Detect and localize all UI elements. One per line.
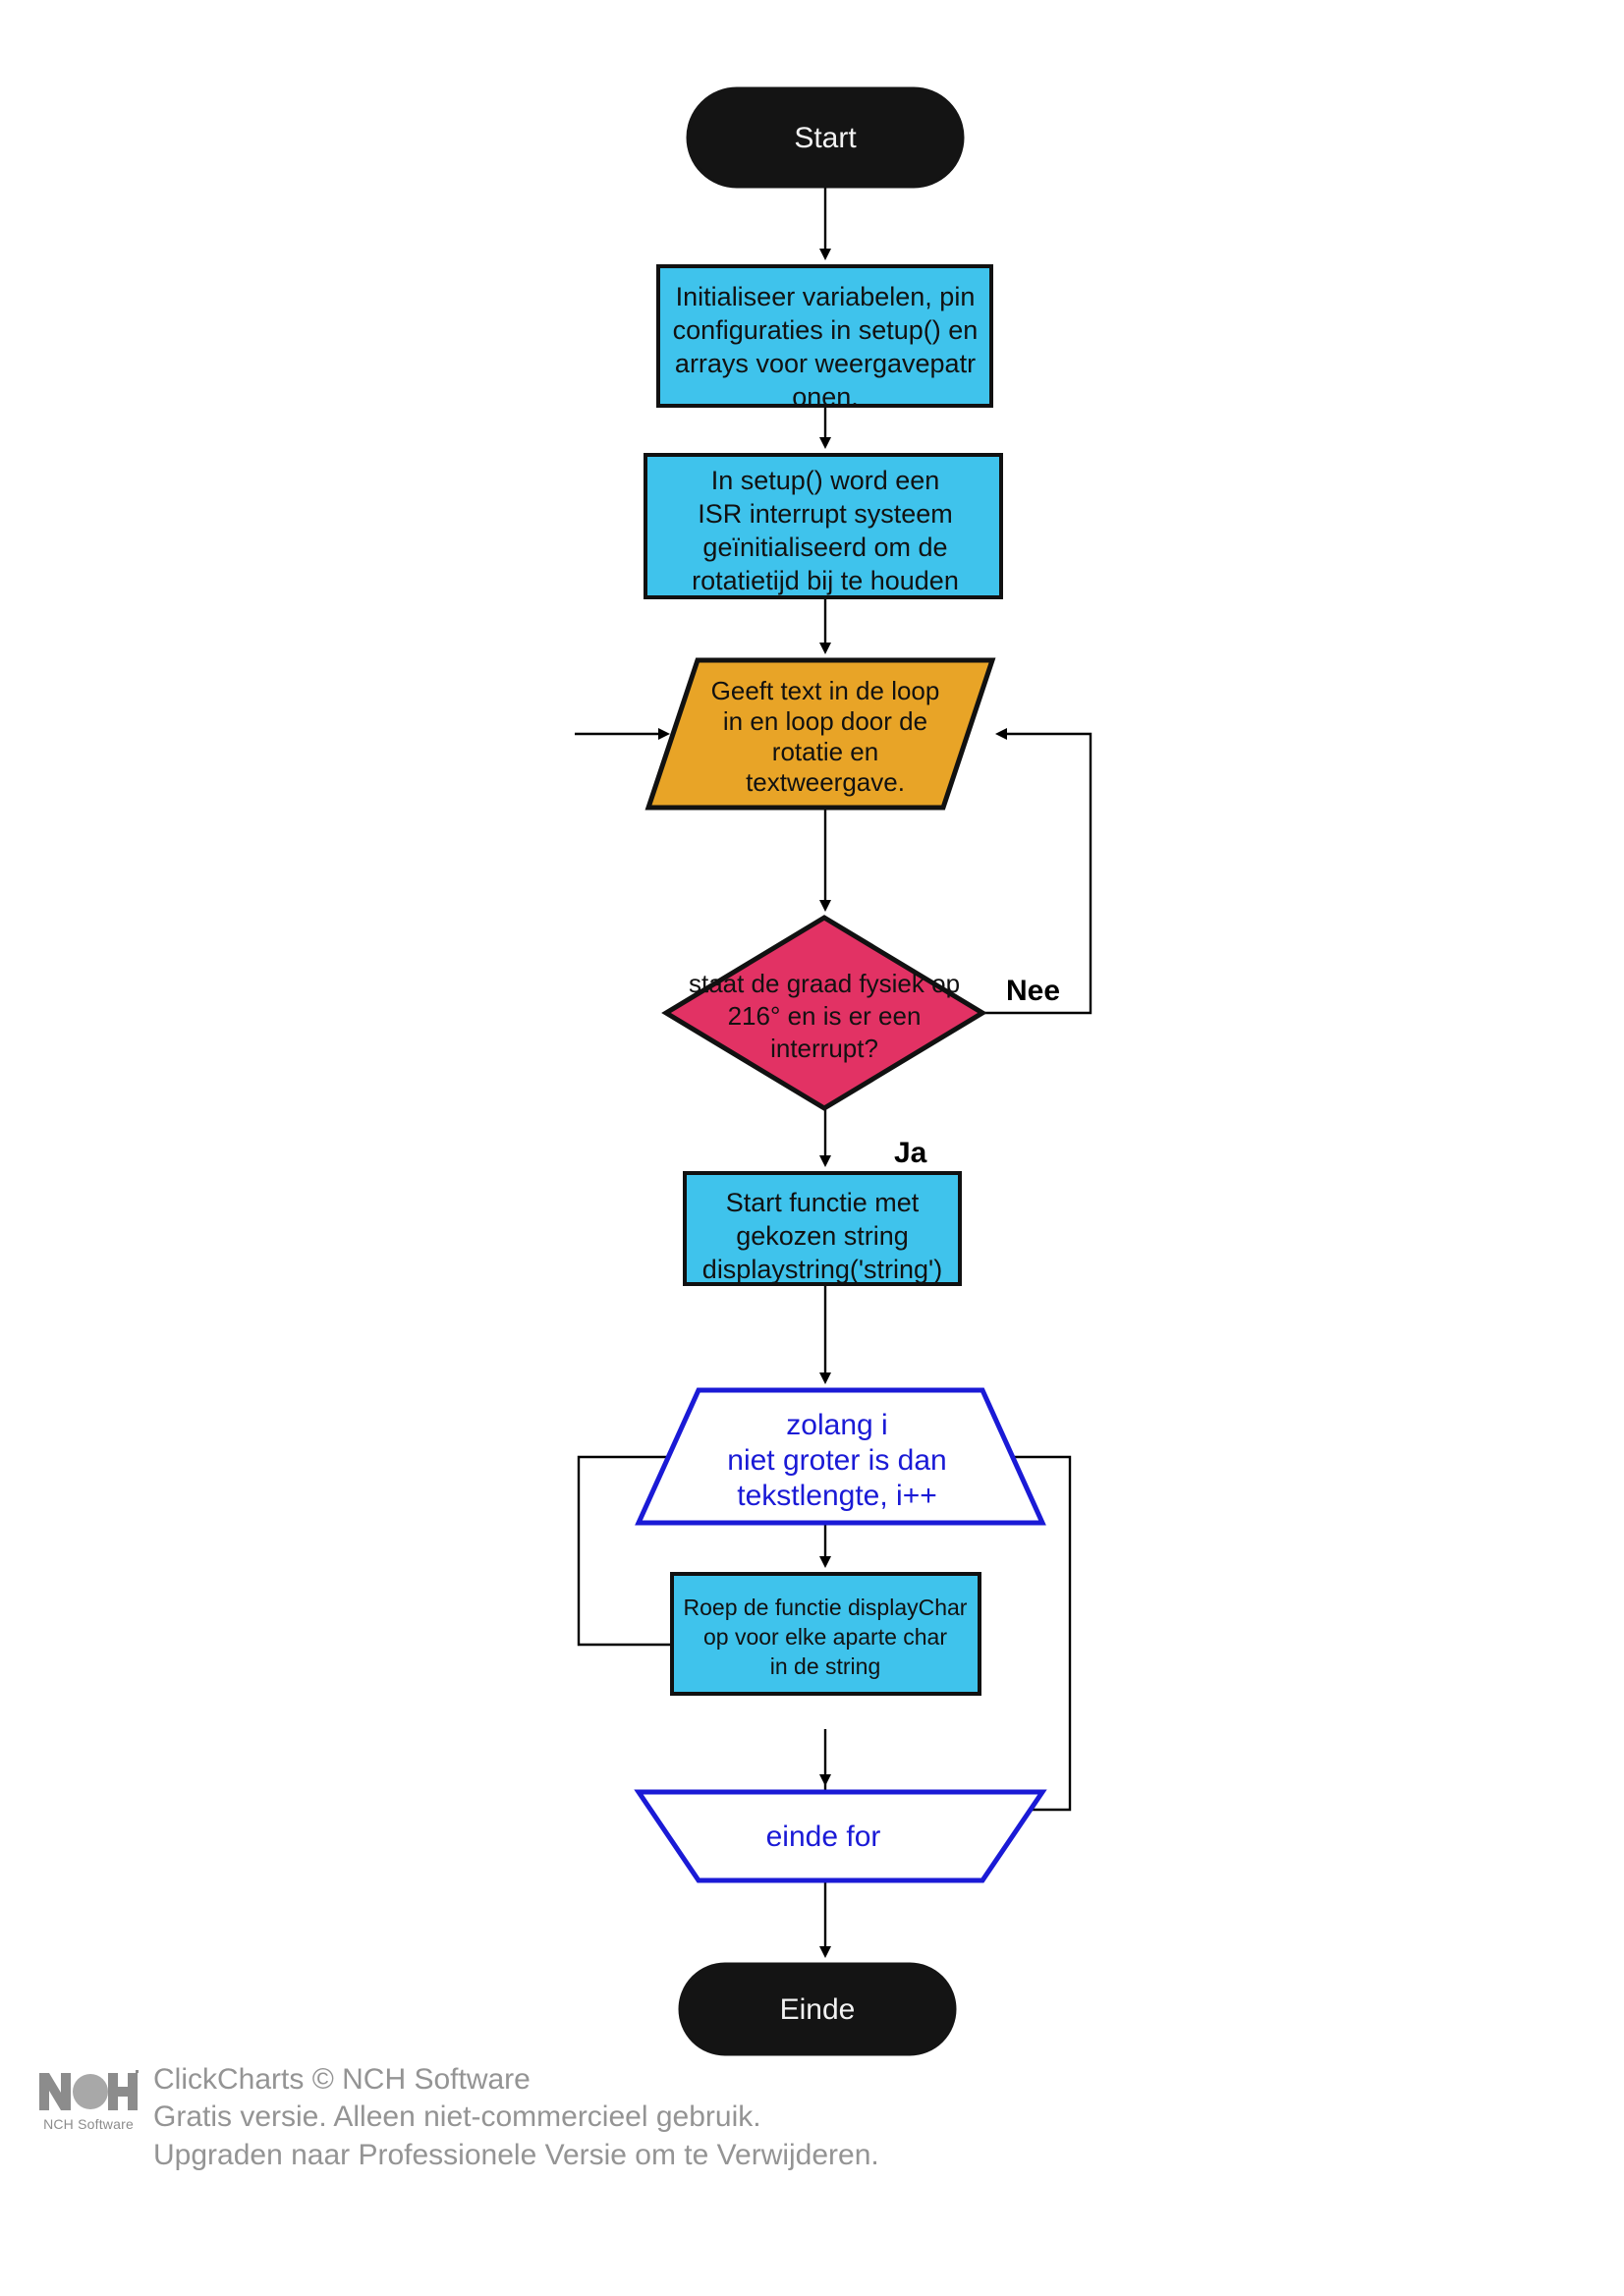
node-loop-io[interactable]: Geeft text in de loop in en loop door de…: [644, 657, 996, 811]
node-startfunctie-line-3: displaystring('string'): [702, 1255, 942, 1284]
connector-displaychar-loopback: [577, 1451, 701, 1647]
node-eindefor[interactable]: einde for: [634, 1789, 1047, 1883]
nch-logo-mark: [37, 2069, 140, 2114]
node-forloop-line-2: niet groter is dan: [727, 1444, 946, 1477]
node-startfunctie-line-1: Start functie met: [726, 1188, 920, 1217]
node-start-label: Start: [794, 122, 857, 154]
node-init-line-1: Initialiseer variabelen, pin: [676, 282, 976, 311]
node-forloop-line-1: zolang i: [786, 1409, 887, 1441]
node-start[interactable]: Start: [686, 86, 965, 189]
nch-watermark: NCH Software ClickCharts © NCH Software …: [37, 2061, 879, 2174]
nch-logo-subtitle: NCH Software: [43, 2116, 134, 2132]
node-eindefor-label: einde for: [766, 1820, 881, 1853]
watermark-line-1: ClickCharts © NCH Software: [153, 2063, 531, 2096]
node-loop-line-1: Geeft text in de loop: [711, 676, 940, 705]
connector-nee-loopback: [982, 728, 1092, 1015]
node-displaychar-line-3: in de string: [770, 1653, 881, 1679]
node-isr-line-3: geïnitialiseerd om de: [702, 532, 947, 562]
node-loop-line-3: rotatie en: [772, 737, 878, 766]
node-decision[interactable]: staat de graad fysiek op 216° en is er e…: [661, 915, 987, 1111]
nch-logo: NCH Software: [37, 2061, 140, 2132]
node-loop-line-2: in en loop door de: [723, 706, 927, 736]
watermark-line-2: Gratis versie. Alleen niet-commercieel g…: [153, 2100, 761, 2134]
node-startfunctie[interactable]: Start functie met gekozen string display…: [683, 1171, 962, 1286]
node-displaychar-line-1: Roep de functie displayChar: [684, 1595, 968, 1620]
node-decision-line-1: staat de graad fysiek op: [689, 969, 960, 998]
node-startfunctie-line-2: gekozen string: [736, 1221, 909, 1251]
node-isr[interactable]: In setup() word een ISR interrupt systee…: [644, 453, 1003, 599]
node-displaychar[interactable]: Roep de functie displayChar op voor elke…: [670, 1572, 981, 1696]
node-init-line-2: configuraties in setup() en: [673, 315, 979, 345]
node-einde[interactable]: Einde: [678, 1962, 957, 2056]
node-isr-line-1: In setup() word een: [711, 466, 940, 495]
node-decision-line-3: interrupt?: [770, 1034, 878, 1063]
nch-watermark-text: ClickCharts © NCH Software Gratis versie…: [153, 2061, 879, 2174]
node-displaychar-line-2: op voor elke aparte char: [703, 1624, 947, 1650]
node-loop-line-4: textweergave.: [746, 767, 905, 797]
watermark-line-3: Upgraden naar Professionele Versie om te…: [153, 2138, 879, 2171]
node-forloop-start[interactable]: zolang i niet groter is dan tekstlengte,…: [635, 1387, 1046, 1526]
node-init[interactable]: Initialiseer variabelen, pin configurati…: [656, 264, 993, 412]
node-init-line-4: onen.: [792, 382, 859, 412]
node-init-line-3: arrays voor weergavepatr: [675, 349, 976, 378]
node-forloop-line-3: tekstlengte, i++: [737, 1480, 936, 1512]
node-isr-line-4: rotatietijd bij te houden: [692, 566, 959, 595]
nch-logo-icon: [37, 2070, 140, 2112]
edge-label-ja: Ja: [894, 1137, 927, 1169]
node-einde-label: Einde: [780, 1993, 856, 2026]
node-isr-line-2: ISR interrupt systeem: [698, 499, 953, 529]
node-decision-line-2: 216° en is er een: [728, 1001, 922, 1031]
edge-label-nee: Nee: [1006, 975, 1060, 1007]
